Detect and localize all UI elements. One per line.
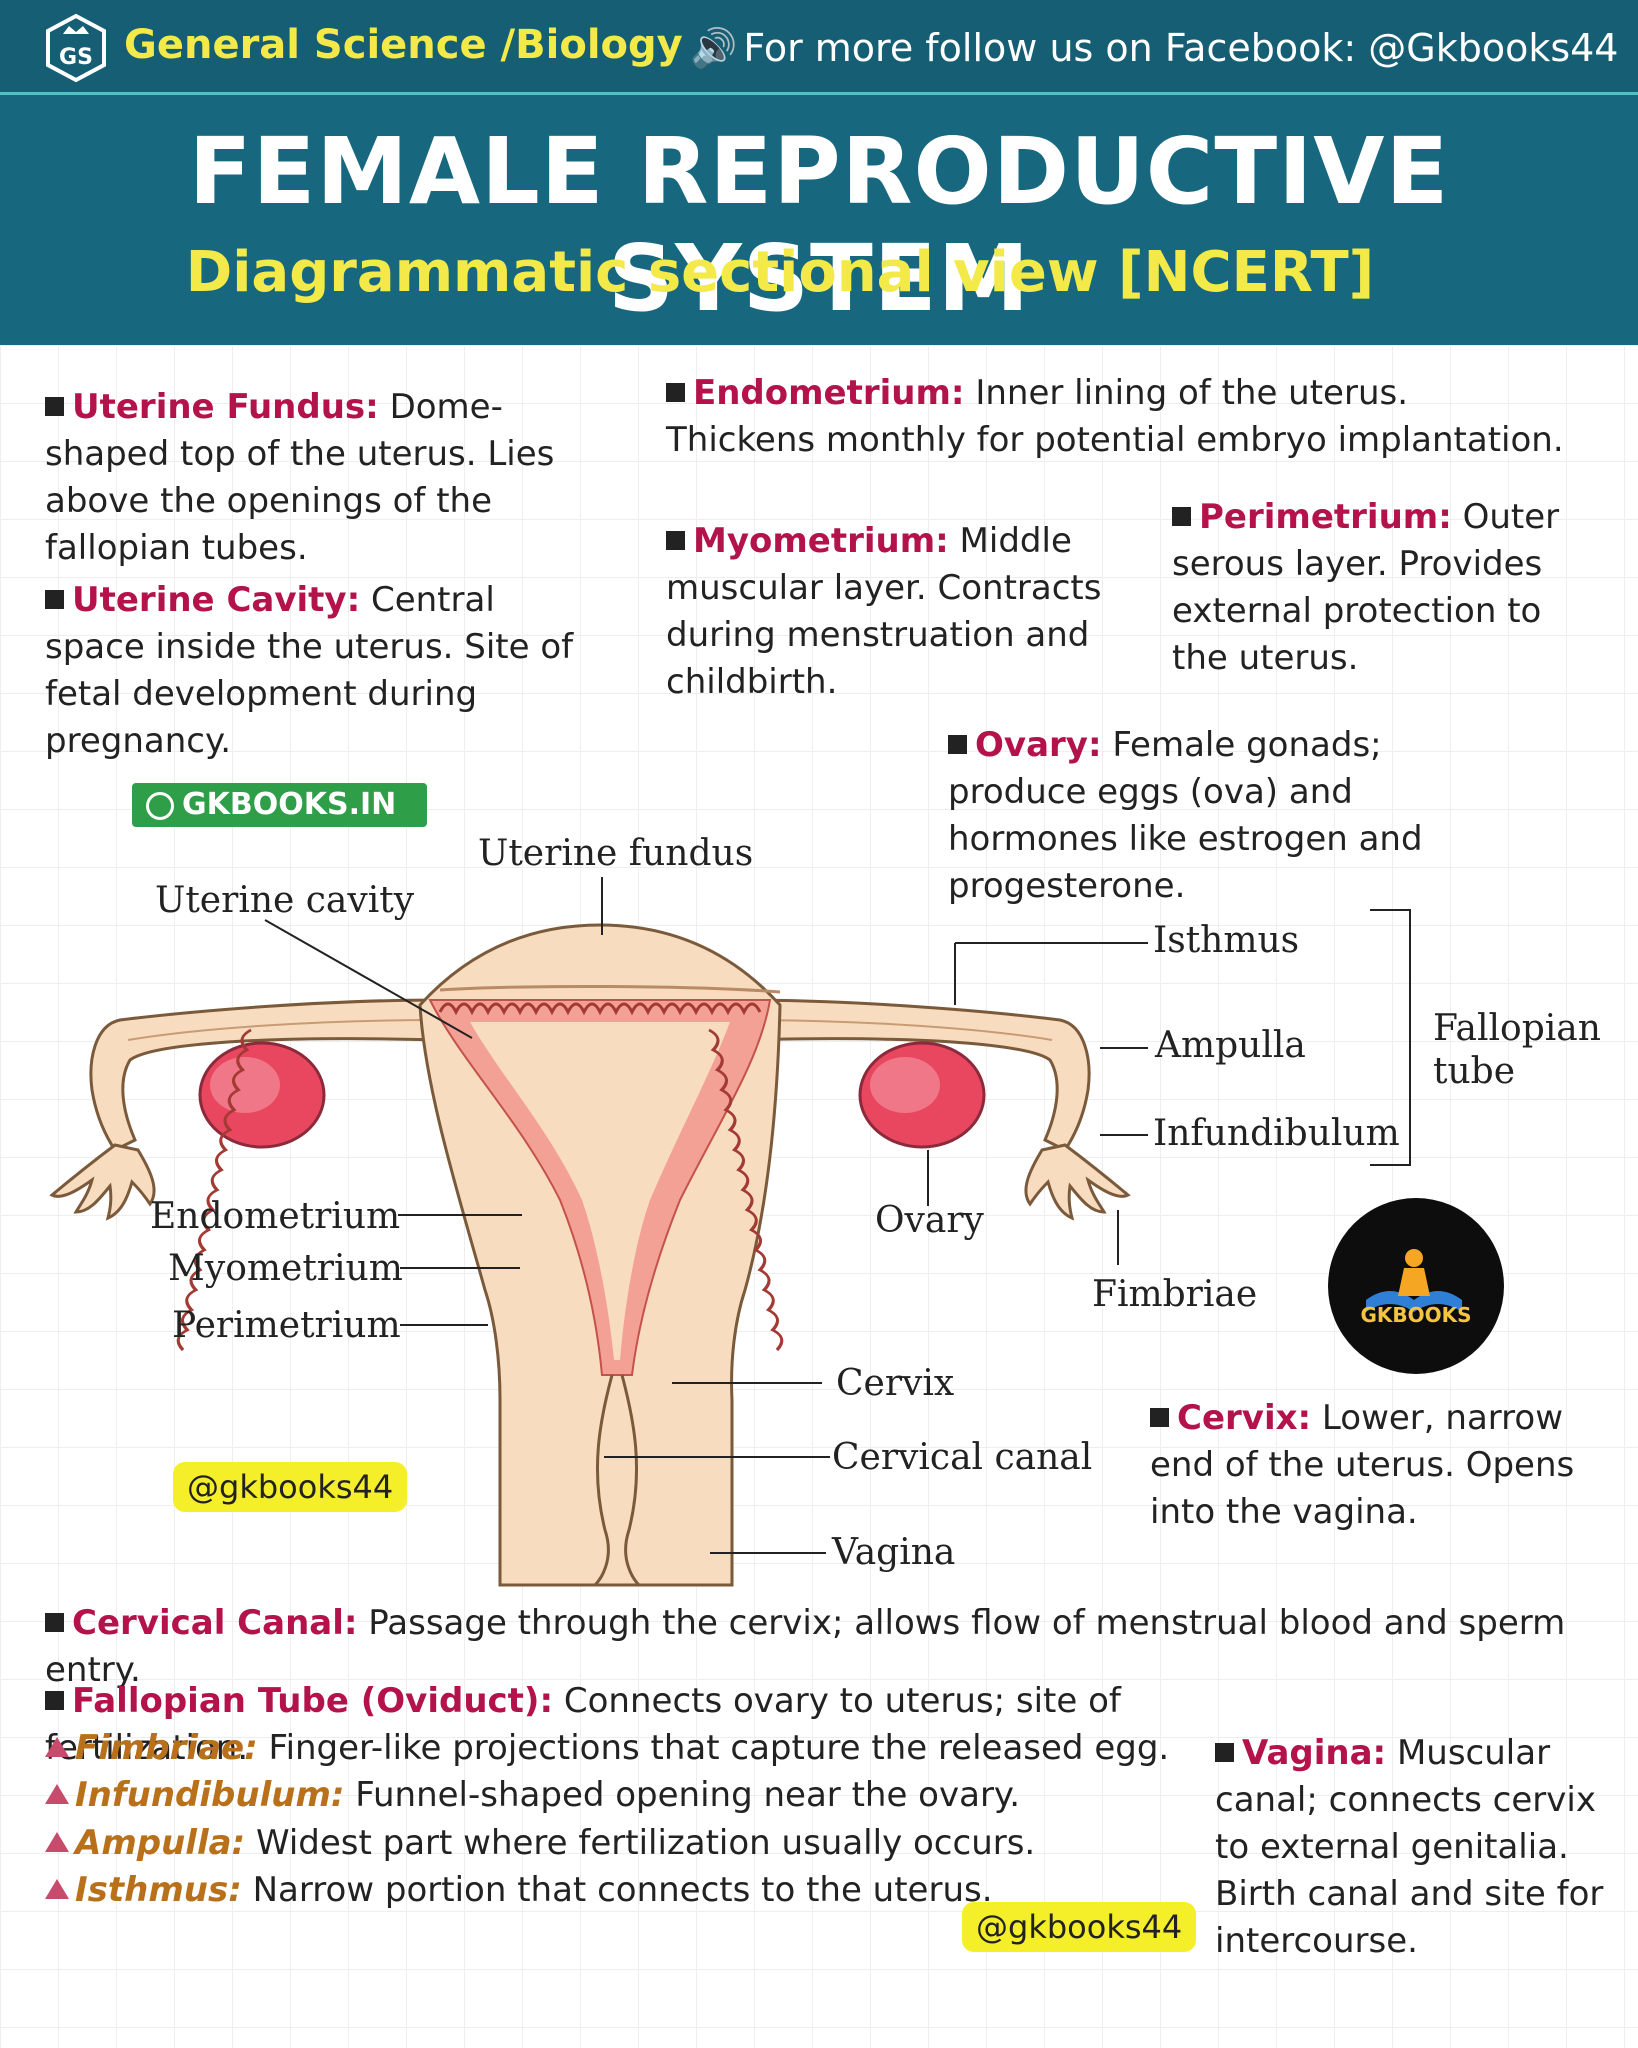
bullet-triangle-icon (45, 1832, 69, 1852)
sub-note-isthmus: Isthmus: Narrow portion that connects to… (45, 1867, 1195, 1914)
sub-term: Infundibulum: (75, 1775, 345, 1815)
site-badge-label: GKBOOKS.IN (182, 787, 397, 822)
label-cervix: Cervix (836, 1363, 954, 1404)
bullet-square-icon (1150, 1408, 1169, 1427)
fallopian-lumen-right (739, 1019, 1053, 1041)
label-vagina: Vagina (831, 1532, 955, 1573)
section-label: General Science /Biology (124, 22, 683, 68)
speaker-icon: 🔊 (690, 26, 738, 70)
page-title: FEMALE REPRODUCTIVE SYSTEM (188, 118, 1450, 332)
sub-note-infundibulum: Infundibulum: Funnel-shaped opening near… (45, 1772, 1195, 1819)
label-uterine-cavity: Uterine cavity (155, 880, 415, 921)
note-term: Ovary: (975, 725, 1102, 765)
label-isthmus: Isthmus (1153, 920, 1299, 961)
note-text: Connects ovary to uterus; site of fertil… (45, 1681, 1121, 1768)
note-text: Central space inside the uterus. Site of… (45, 580, 574, 761)
note-text: Female gonads; produce eggs (ova) and ho… (948, 725, 1423, 906)
sub-text: Widest part where fertilization usually … (245, 1823, 1036, 1863)
label-fallopian-1: Fallopian (1433, 1008, 1601, 1049)
note-term: Uterine Fundus: (72, 387, 379, 427)
label-ampulla: Ampulla (1154, 1025, 1306, 1066)
top-bar: GS General Science /Biology 🔊For more fo… (0, 0, 1638, 95)
label-ovary: Ovary (875, 1200, 985, 1241)
label-endometrium: Endometrium (150, 1196, 400, 1237)
fallopian-tube-right (738, 998, 1091, 1152)
note-fundus: Uterine Fundus: Dome-shaped top of the u… (45, 384, 605, 572)
logo-text: GS (59, 45, 93, 70)
note-myometrium: Myometrium: Middle muscular layer. Contr… (666, 518, 1106, 706)
note-term: Uterine Cavity: (72, 580, 361, 620)
note-term: Cervical Canal: (72, 1603, 358, 1643)
note-ovary: Ovary: Female gonads; produce eggs (ova)… (948, 722, 1518, 910)
sub-text: Narrow portion that connects to the uter… (241, 1870, 993, 1910)
label-infundibulum: Infundibulum (1153, 1113, 1400, 1154)
note-vagina: Vagina: Muscular canal; connects cervix … (1215, 1730, 1615, 1965)
fimbriae-right (1024, 1143, 1131, 1221)
page-subtitle: Diagrammatic sectional view [NCERT] (185, 240, 1375, 305)
globe-icon (146, 792, 174, 820)
bullet-square-icon (948, 735, 967, 754)
follow-text: 🔊For more follow us on Facebook: @Gkbook… (690, 26, 1618, 71)
cervical-canal (593, 1374, 614, 1587)
bullet-square-icon (666, 531, 685, 550)
bullet-square-icon (1215, 1743, 1234, 1762)
bullet-triangle-icon (45, 1879, 69, 1899)
note-text: Passage through the cervix; allows flow … (45, 1603, 1566, 1690)
note-cervical-canal: Cervical Canal: Passage through the cerv… (45, 1600, 1625, 1694)
note-term: Vagina: (1242, 1733, 1387, 1773)
handle-badge-left: @gkbooks44 (173, 1462, 408, 1512)
note-text: Middle muscular layer. Contracts during … (666, 521, 1102, 702)
note-term: Cervix: (1177, 1398, 1312, 1438)
bullet-square-icon (45, 590, 64, 609)
note-term: Endometrium: (693, 373, 965, 413)
label-uterine-fundus: Uterine fundus (478, 833, 753, 874)
sub-text: Finger-like projections that capture the… (257, 1728, 1170, 1768)
note-term: Fallopian Tube (Oviduct): (72, 1681, 554, 1721)
fallopian-lumen-left (127, 1019, 441, 1041)
header-banner: GS General Science /Biology 🔊For more fo… (0, 0, 1638, 345)
note-cervix: Cervix: Lower, narrow end of the uterus.… (1150, 1395, 1590, 1536)
label-perimetrium: Perimetrium (172, 1305, 401, 1346)
site-badge: GKBOOKS.IN (132, 783, 427, 827)
sub-term: Fimbriae: (75, 1728, 258, 1768)
note-term: Perimetrium: (1199, 497, 1452, 537)
fimbriae-left (49, 1143, 156, 1221)
note-endometrium: Endometrium: Inner lining of the uterus.… (666, 370, 1566, 464)
label-fimbriae: Fimbriae (1092, 1274, 1257, 1315)
sub-note-ampulla: Ampulla: Widest part where fertilization… (45, 1820, 1195, 1867)
bullet-triangle-icon (45, 1737, 69, 1757)
uterine-cavity (470, 1022, 730, 1360)
bullet-square-icon (45, 1613, 64, 1632)
label-fallopian-2: tube (1433, 1051, 1515, 1092)
handle-badge-right: @gkbooks44 (962, 1902, 1197, 1952)
note-text: Outer serous layer. Provides external pr… (1172, 497, 1560, 678)
label-myometrium: Myometrium (168, 1248, 403, 1289)
sub-text: Funnel-shaped opening near the ovary. (344, 1775, 1021, 1815)
label-cervical-canal: Cervical canal (832, 1437, 1092, 1478)
bullet-triangle-icon (45, 1784, 69, 1804)
bullet-square-icon (1172, 507, 1191, 526)
note-term: Myometrium: (693, 521, 949, 561)
background-grid (0, 345, 1638, 2048)
note-cavity: Uterine Cavity: Central space inside the… (45, 577, 605, 765)
note-text: Dome-shaped top of the uterus. Lies abov… (45, 387, 555, 568)
note-fallopian: Fallopian Tube (Oviduct): Connects ovary… (45, 1678, 1245, 1772)
note-text: Inner lining of the uterus. Thickens mon… (666, 373, 1564, 460)
sub-term: Ampulla: (75, 1823, 246, 1863)
sub-note-fimbriae: Fimbriae: Finger-like projections that c… (45, 1725, 1195, 1772)
note-text: Lower, narrow end of the uterus. Opens i… (1150, 1398, 1575, 1532)
gs-logo-icon: GS (46, 14, 106, 82)
note-text: Muscular canal; connects cervix to exter… (1215, 1733, 1604, 1961)
fallopian-tube-left (89, 998, 442, 1152)
leader-lines (264, 877, 1411, 1554)
bullet-square-icon (45, 397, 64, 416)
bullet-square-icon (666, 383, 685, 402)
sub-term: Isthmus: (75, 1870, 242, 1910)
bullet-square-icon (45, 1691, 64, 1710)
follow-label: For more follow us on Facebook: @Gkbooks… (743, 26, 1619, 70)
note-perimetrium: Perimetrium: Outer serous layer. Provide… (1172, 494, 1572, 682)
